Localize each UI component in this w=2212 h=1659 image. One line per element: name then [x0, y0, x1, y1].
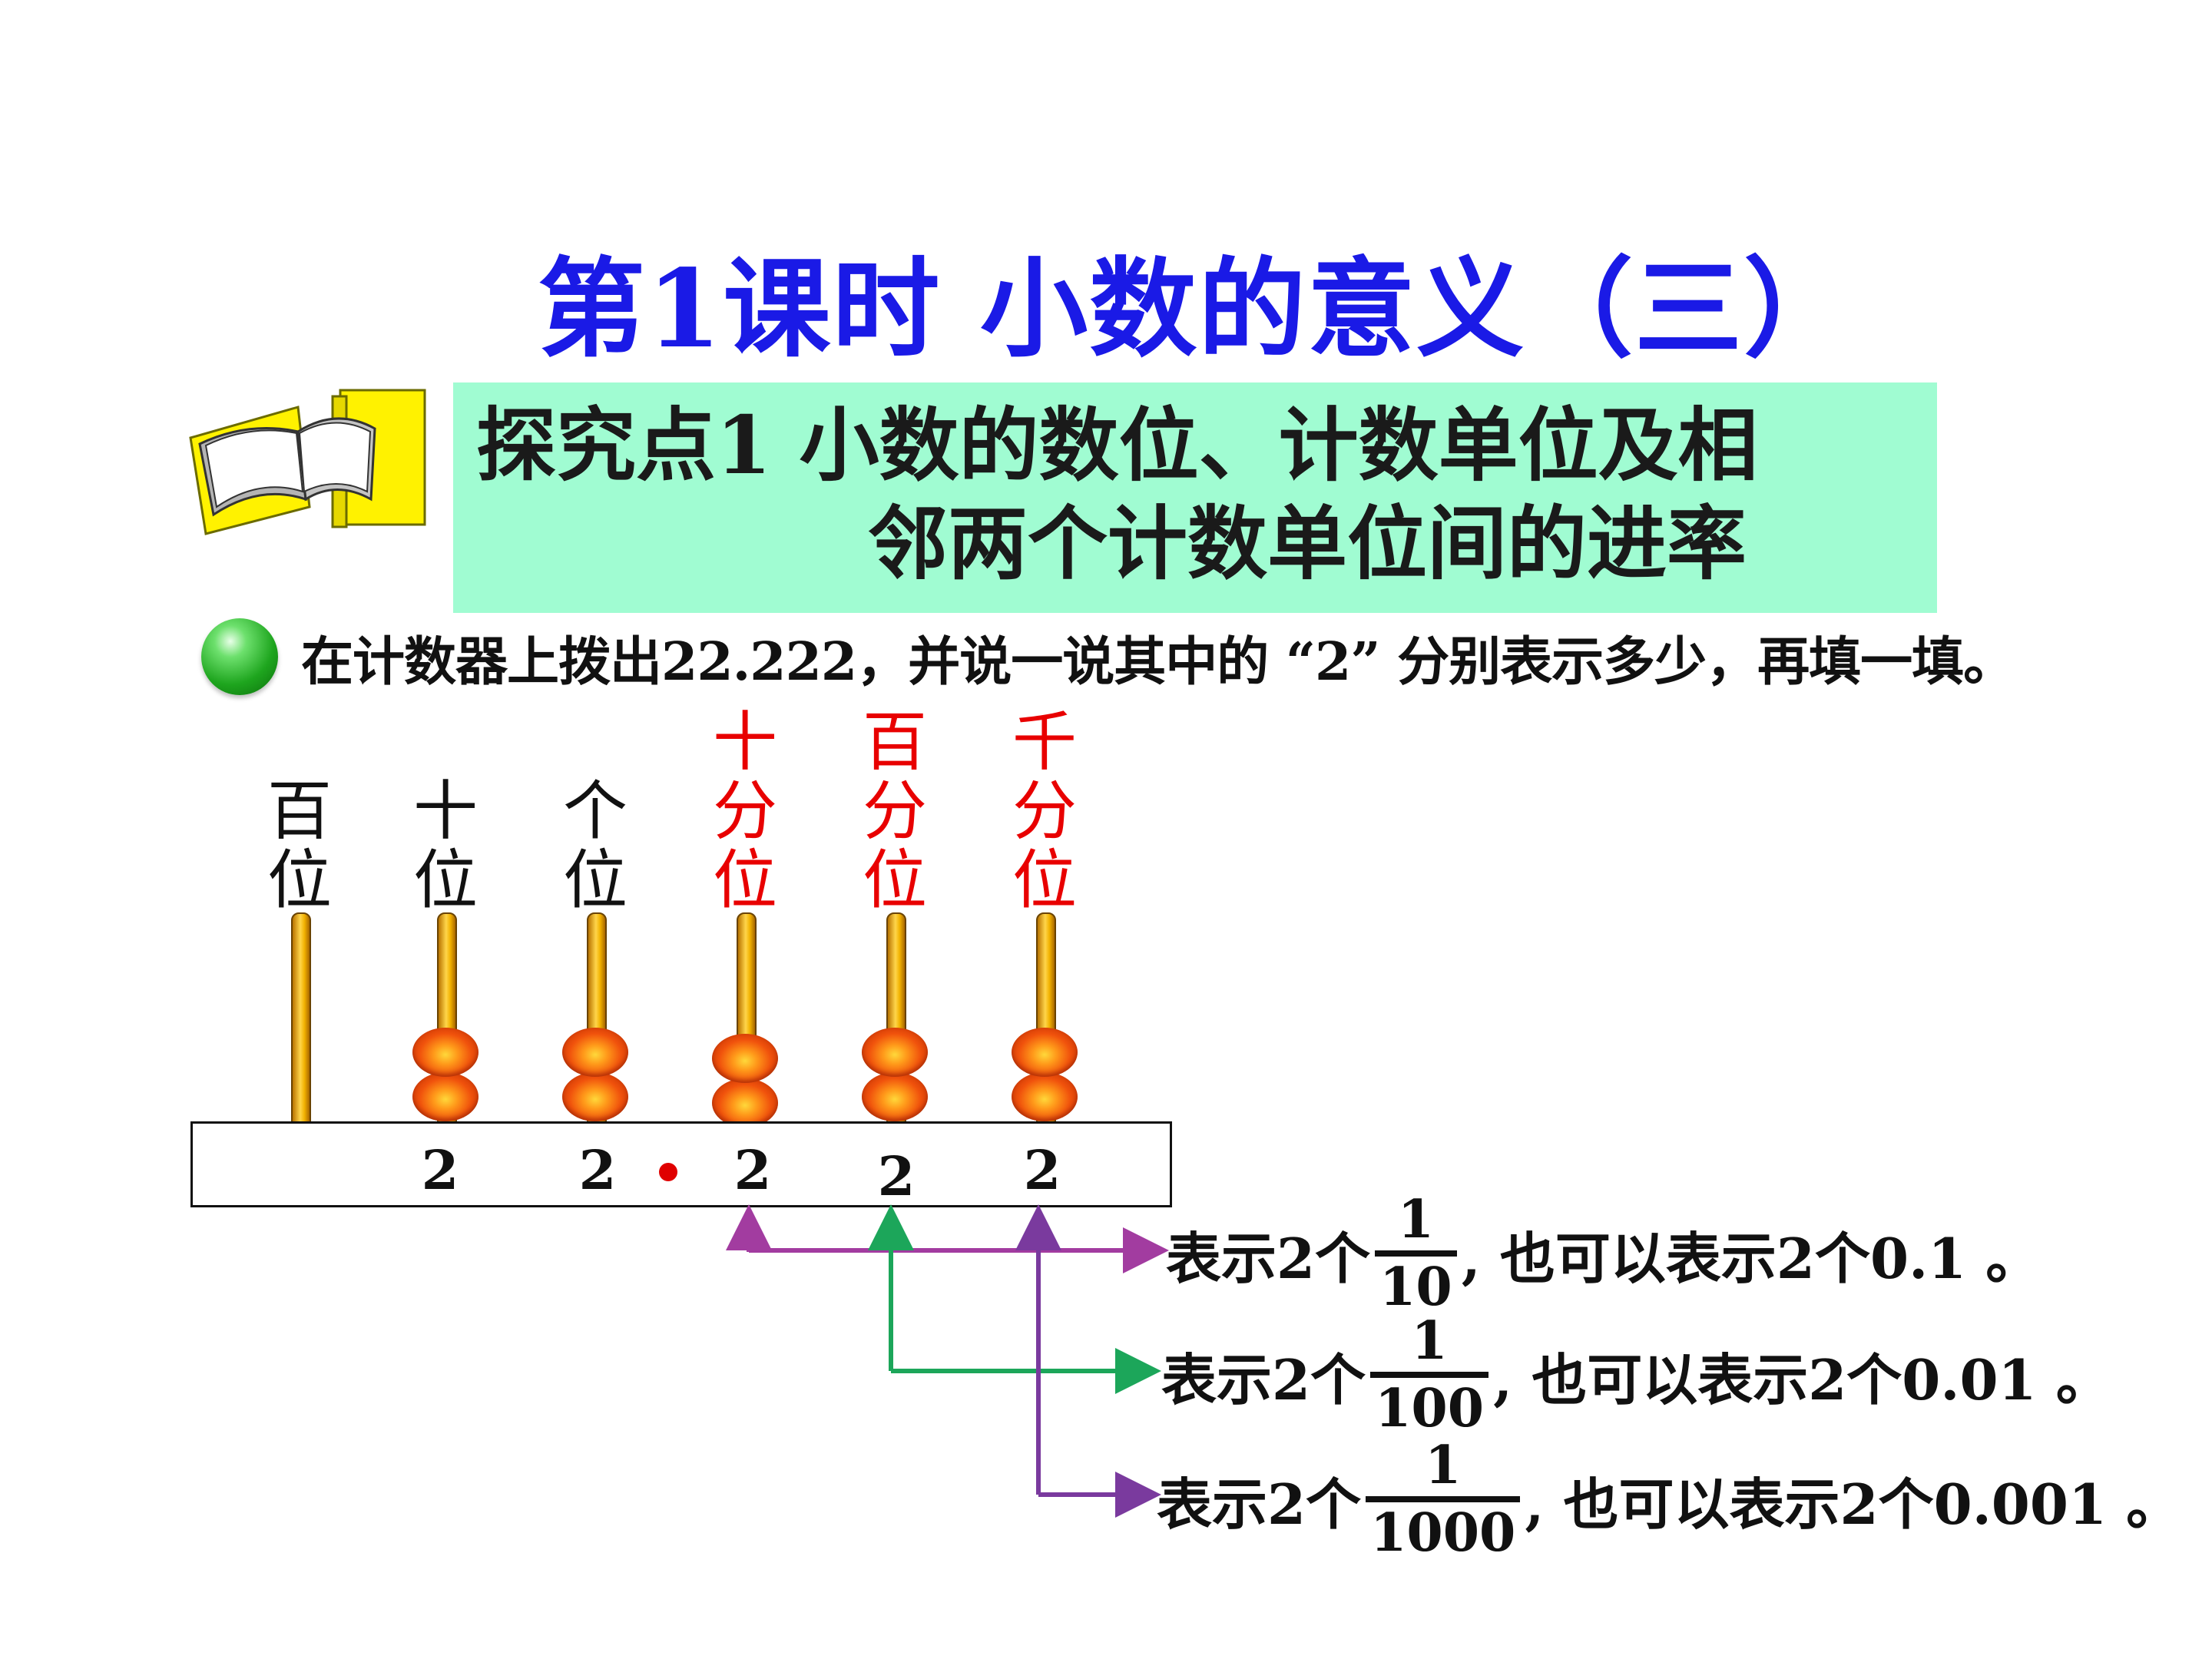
place-label-hundreds-mid: 百: [267, 773, 332, 849]
bead-thousandths-2: [1012, 1028, 1078, 1077]
counter-base: [190, 1121, 1172, 1207]
place-label-tens-bot: 位: [412, 843, 478, 918]
bead-ones-1: [562, 1072, 628, 1121]
explanation-prefix: 表示2个: [1157, 1471, 1362, 1537]
rod-hundreds: [291, 912, 311, 1124]
place-label-hundreds-bot: 位: [267, 843, 332, 918]
fraction-denominator: 10: [1379, 1257, 1452, 1318]
explanation-prefix: 表示2个: [1161, 1346, 1366, 1412]
bead-thousandths-1: [1012, 1072, 1078, 1121]
digit-tenths: 2: [733, 1138, 772, 1202]
digit-thousandths: 2: [1023, 1138, 1061, 1202]
instruction-text: 在计数器上拨出22.222，并说一说其中的 “2” 分别表示多少，再填一填。: [301, 631, 2015, 693]
place-label-tenths-bot: 位: [712, 843, 777, 918]
bead-tens-1: [412, 1072, 478, 1121]
page-title: 第1课时 小数的意义（三）: [538, 247, 1853, 373]
place-label-thousandths-top: 千: [1012, 704, 1077, 780]
place-label-hundredths-mid: 分: [862, 773, 927, 849]
place-label-thousandths-mid: 分: [1012, 773, 1077, 849]
bead-hundredths-2: [862, 1028, 928, 1077]
fraction-bar: [1370, 1372, 1489, 1378]
explanation-suffix: , 也可以表示2个0.01 。: [1493, 1346, 2111, 1412]
fraction-denominator: 1000: [1370, 1502, 1516, 1564]
bead-tens-2: [412, 1028, 478, 1077]
inquiry-banner: 探究点1 小数的数位、计数单位及相 邻两个计数单位间的进率: [453, 382, 1937, 613]
fraction-numerator: 1: [1397, 1189, 1435, 1250]
place-label-hundredths-bot: 位: [862, 843, 927, 918]
green-bullet-icon: [201, 618, 278, 695]
place-label-thousandths-bot: 位: [1012, 843, 1077, 918]
fraction-numerator: 1: [1425, 1435, 1462, 1496]
banner-line-1: 探究点1 小数的数位、计数单位及相: [476, 398, 1758, 492]
explanation-prefix: 表示2个: [1166, 1225, 1371, 1291]
explanation-suffix: , 也可以表示2个0.001 。: [1525, 1471, 2182, 1537]
bead-tenths-2: [712, 1034, 778, 1083]
place-label-tenths-mid: 分: [712, 773, 777, 849]
fraction-bar: [1375, 1250, 1457, 1257]
fraction-numerator: 1: [1411, 1310, 1448, 1372]
open-book-icon: [189, 389, 426, 535]
digit-ones: 2: [578, 1138, 617, 1202]
place-label-ones-bot: 位: [562, 843, 628, 918]
bead-ones-2: [562, 1028, 628, 1077]
place-label-tens-mid: 十: [412, 773, 478, 849]
arrow-tenths-to-text: [747, 1250, 1160, 1252]
explanation-suffix: , 也可以表示2个0.1 。: [1461, 1225, 2041, 1291]
fraction-bar: [1366, 1496, 1521, 1502]
digit-hundredths: 2: [877, 1144, 916, 1208]
bead-tenths-1: [712, 1078, 778, 1128]
place-label-hundredths-top: 百: [862, 704, 927, 780]
bead-hundredths-1: [862, 1072, 928, 1121]
fraction-denominator: 100: [1375, 1378, 1485, 1439]
banner-line-2: 邻两个计数单位间的进率: [868, 496, 1747, 591]
digit-tens: 2: [421, 1138, 459, 1202]
place-label-tenths-top: 十: [712, 704, 777, 780]
decimal-point: [659, 1163, 677, 1181]
place-label-ones-mid: 个: [562, 773, 628, 849]
